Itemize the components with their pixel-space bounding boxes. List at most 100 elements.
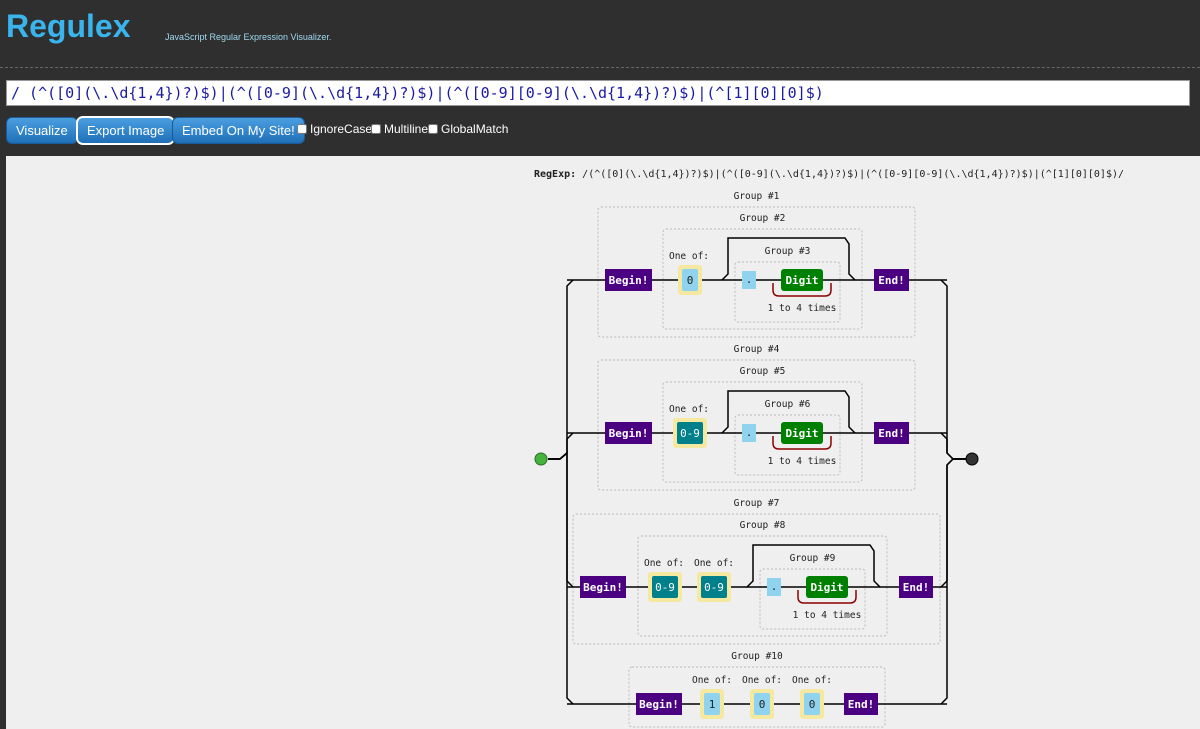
group-6-box [734, 414, 841, 476]
dot-1 [742, 271, 756, 289]
group-7-box [572, 513, 941, 645]
digit-2 [781, 422, 823, 444]
export-image-button[interactable]: Export Image [75, 116, 176, 145]
rail-left-4 [548, 451, 574, 705]
regexp-heading: RegExp: /(^([0](\.\d{1,4})?)$)|(^([0-9](… [534, 169, 1124, 180]
group-1-box [597, 206, 916, 338]
end-node [965, 452, 979, 466]
group-6-label: Group #6 [765, 399, 811, 410]
digit-2-repeat-text: 1 to 4 times [768, 456, 837, 467]
digit-1-text: Digit [785, 274, 818, 287]
app-header: Regulex JavaScript Regular Expression Vi… [0, 0, 1200, 68]
globalmatch-checkbox[interactable] [428, 124, 438, 134]
end-1 [874, 269, 909, 291]
digit-1 [781, 269, 823, 291]
group-5-label: Group #5 [740, 366, 786, 377]
group-7-label: Group #7 [734, 498, 780, 509]
charset-6 [754, 693, 770, 715]
app-tagline: JavaScript Regular Expression Visualizer… [165, 32, 332, 42]
dot-3-text: . [771, 580, 778, 593]
one-of-label-3: One of: [644, 558, 684, 569]
bypass-1 [721, 237, 856, 281]
digit-1-repeat [772, 283, 832, 297]
dot-2-text: . [746, 426, 753, 439]
diagram-canvas: RegExp: /(^([0](\.\d{1,4})?)$)|(^([0-9](… [6, 156, 1200, 729]
charset-6-text: 0 [759, 698, 766, 711]
group-8-box [637, 535, 888, 637]
ignorecase-label: IgnoreCase [310, 122, 373, 136]
multiline-option[interactable]: Multiline [371, 122, 428, 136]
digit-1-repeat-text: 1 to 4 times [768, 303, 837, 314]
group-3-box [734, 261, 841, 323]
charset-5-text: 1 [709, 698, 716, 711]
regex-input[interactable] [6, 80, 1190, 106]
begin-3 [580, 576, 626, 598]
group-2-box [662, 228, 863, 330]
begin-2 [605, 422, 652, 444]
app-logo[interactable]: Regulex [6, 8, 131, 44]
start-node [534, 452, 548, 466]
charset-4 [701, 576, 727, 598]
end-2 [874, 422, 909, 444]
group-9-box [759, 568, 866, 630]
digit-2-repeat [772, 436, 832, 450]
globalmatch-option[interactable]: GlobalMatch [428, 122, 508, 136]
bypass-2 [721, 390, 856, 434]
charset-1-text: 0 [687, 274, 694, 287]
rail-right-4 [940, 458, 966, 705]
charset-2-text: 0-9 [680, 427, 700, 440]
group-5-box [662, 381, 863, 483]
charset-3 [652, 576, 678, 598]
one-of-label-5: One of: [692, 675, 732, 686]
begin-4 [636, 693, 682, 715]
group-1-label: Group #1 [734, 191, 780, 202]
ignorecase-checkbox[interactable] [297, 124, 307, 134]
end-3-text: End! [903, 581, 930, 594]
dot-2 [742, 424, 756, 442]
end-1-text: End! [878, 274, 905, 287]
end-2-text: End! [878, 427, 905, 440]
begin-4-text: Begin! [639, 698, 679, 711]
digit-3 [806, 576, 848, 598]
rail-left-2 [548, 432, 574, 460]
rail-left-3 [548, 451, 574, 588]
charset-7-text: 0 [809, 698, 816, 711]
multiline-label: Multiline [384, 122, 429, 136]
begin-3-text: Begin! [583, 581, 623, 594]
rail-left-1 [548, 279, 574, 460]
ignorecase-option[interactable]: IgnoreCase [297, 122, 372, 136]
charset-5 [704, 693, 720, 715]
end-4-text: End! [848, 698, 875, 711]
bypass-3 [746, 544, 881, 588]
group-8-label: Group #8 [740, 520, 786, 531]
globalmatch-label: GlobalMatch [441, 122, 509, 136]
end-4 [844, 693, 878, 715]
digit-2-text: Digit [785, 427, 818, 440]
begin-2-text: Begin! [609, 427, 649, 440]
charset-1 [682, 269, 698, 291]
dot-1-text: . [746, 273, 753, 286]
one-of-label-7: One of: [792, 675, 832, 686]
visualize-button[interactable]: Visualize [6, 117, 78, 144]
embed-button[interactable]: Embed On My Site! [172, 117, 305, 144]
one-of-label-1: One of: [669, 251, 709, 262]
charset-4-text: 0-9 [704, 581, 724, 594]
group-2-label: Group #2 [740, 213, 786, 224]
rail-right-1 [940, 279, 966, 460]
group-3-label: Group #3 [765, 246, 811, 257]
group-4-label: Group #4 [734, 344, 780, 355]
begin-1-text: Begin! [609, 274, 649, 287]
group-10-label: Group #10 [731, 651, 783, 662]
group-4-box [597, 359, 916, 491]
begin-1 [605, 269, 652, 291]
one-of-label-4: One of: [694, 558, 734, 569]
group-10-box [628, 666, 886, 728]
one-of-label-6: One of: [742, 675, 782, 686]
group-9-label: Group #9 [790, 553, 836, 564]
multiline-checkbox[interactable] [371, 124, 381, 134]
digit-3-text: Digit [810, 581, 843, 594]
charset-7 [804, 693, 820, 715]
digit-3-repeat-text: 1 to 4 times [793, 610, 862, 621]
regex-diagram: RegExp: /(^([0](\.\d{1,4})?)$)|(^([0-9](… [534, 169, 1124, 728]
end-3 [899, 576, 933, 598]
